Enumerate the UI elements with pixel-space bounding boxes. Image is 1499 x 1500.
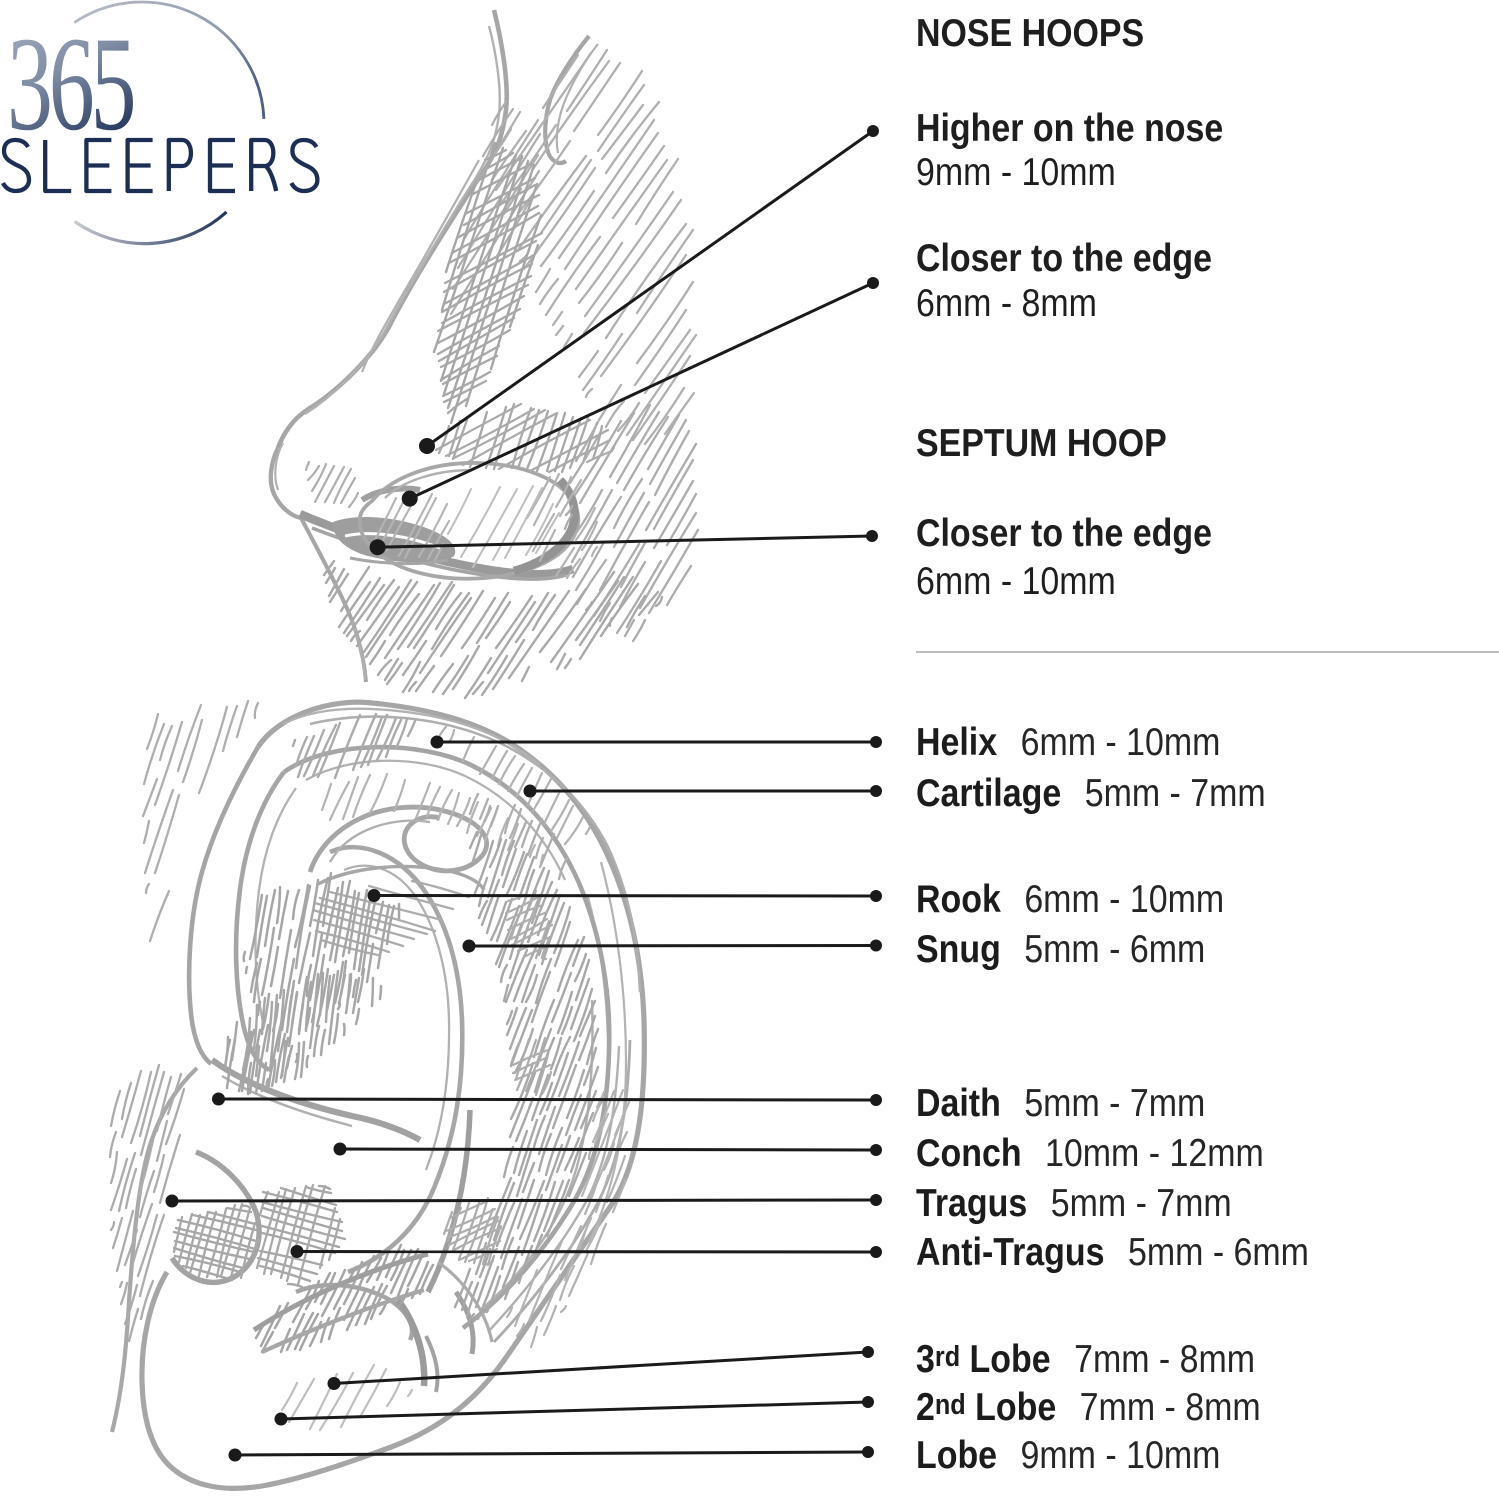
svg-text:365: 365 <box>7 9 134 159</box>
